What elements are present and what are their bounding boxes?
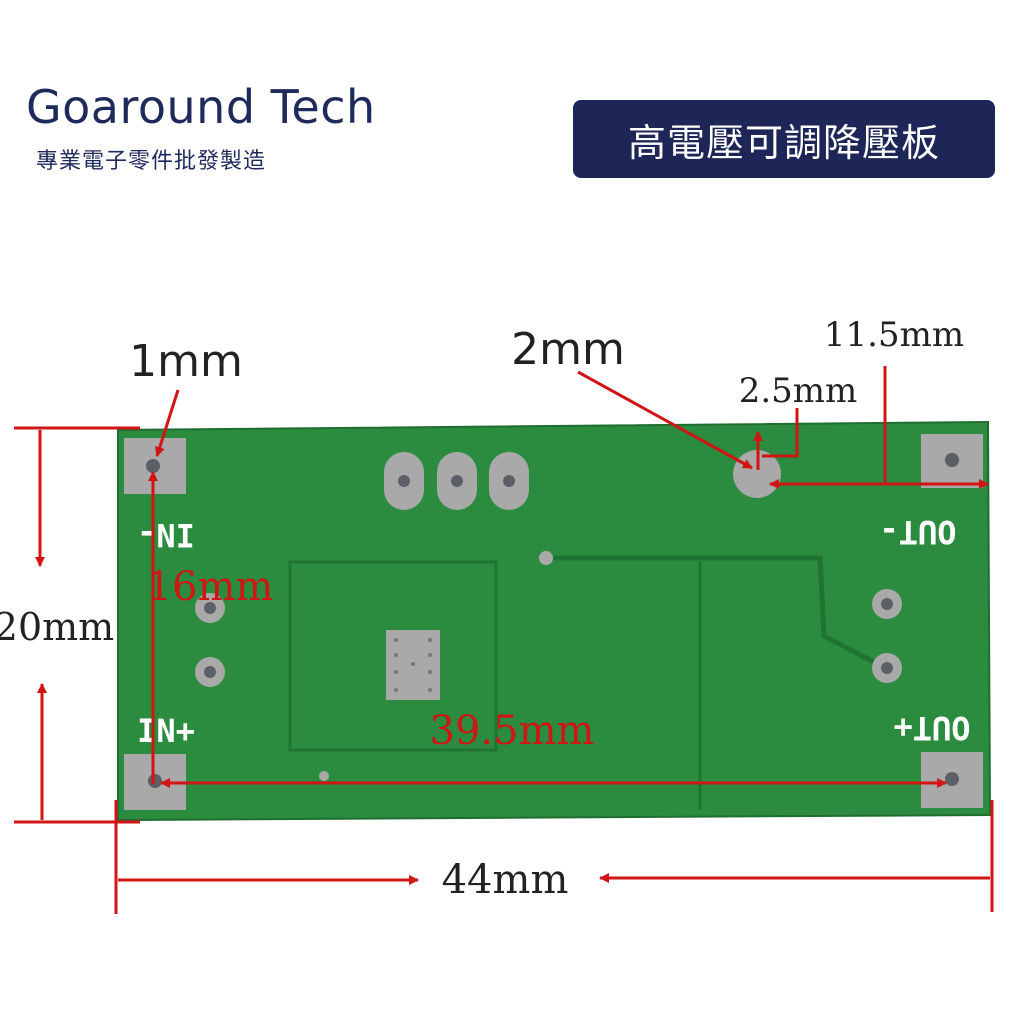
- product-title-badge: 高電壓可調降壓板: [573, 100, 995, 178]
- round-pads: [195, 589, 902, 687]
- potentiometer-pads: [384, 452, 529, 510]
- hole-offset-leader: [154, 389, 180, 457]
- dimension-lines: [14, 366, 994, 914]
- via: [319, 771, 329, 781]
- via: [539, 551, 553, 565]
- pcb-board: IN- IN+ OUT- OUT+: [117, 420, 992, 822]
- silk-out-plus: OUT+: [893, 709, 970, 747]
- hole-diameter-leader: [577, 370, 753, 470]
- silk-in-minus: IN-: [137, 516, 195, 554]
- dim-label-hole-edge-offset: 2.5mm: [739, 371, 858, 411]
- ic-vias: [394, 638, 432, 692]
- dim-label-board-height: 20mm: [0, 605, 114, 649]
- corner-pads: [124, 434, 983, 810]
- dim-label-hole-spacing-horizontal: 39.5mm: [430, 708, 595, 754]
- silk-in-plus: IN+: [137, 712, 195, 750]
- brand-name: Goaround Tech: [26, 80, 376, 134]
- silk-out-minus: OUT-: [879, 513, 956, 551]
- pcb-substrate: [117, 420, 992, 822]
- dim-label-hole-offset: 1mm: [129, 336, 243, 387]
- dim-label-hole-spacing-vertical: 16mm: [147, 564, 274, 610]
- hole-edge-bracket: [762, 408, 799, 458]
- ic-footprint-outline: [288, 560, 498, 752]
- brand-tagline: 專業電子零件批發製造: [36, 149, 267, 174]
- dim-label-hole-diameter: 2mm: [511, 324, 625, 375]
- dim-label-board-length: 44mm: [442, 857, 569, 903]
- dim-label-hole-from-right: 11.5mm: [824, 315, 964, 355]
